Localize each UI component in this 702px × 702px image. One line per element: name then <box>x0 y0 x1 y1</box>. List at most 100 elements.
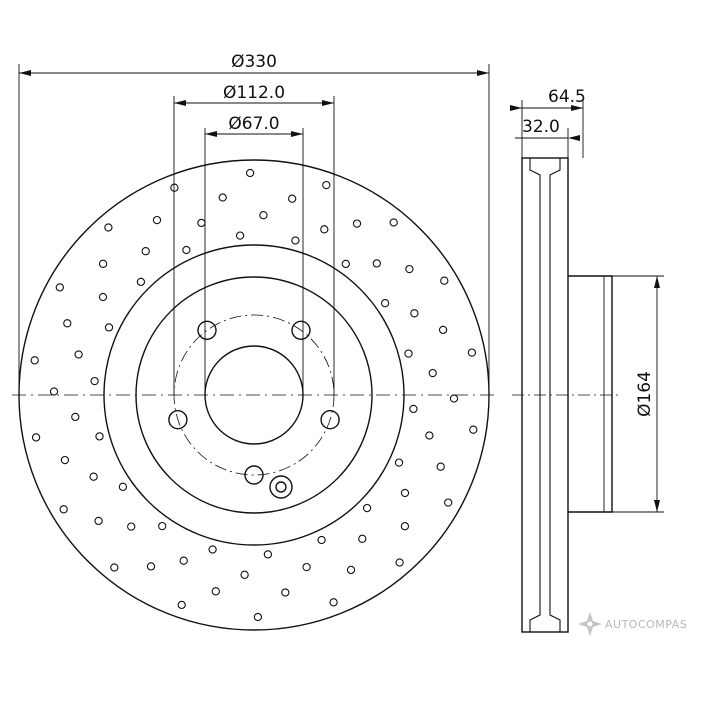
drill-hole <box>110 563 119 572</box>
drill-hole <box>449 394 459 403</box>
locating-hole-inner <box>275 481 287 493</box>
drill-hole <box>253 612 263 622</box>
dimension-disc-thickness: 32.0 <box>522 117 560 137</box>
dimension-center-bore: Ø67.0 <box>228 114 279 134</box>
arrowhead <box>571 105 583 111</box>
front-dimensions <box>18 64 490 395</box>
drill-hole <box>395 558 404 567</box>
drill-hole <box>317 535 326 545</box>
dimension-total-height: 64.5 <box>548 87 586 107</box>
bolt-hole <box>244 465 264 485</box>
arrowhead <box>291 131 303 137</box>
compass-star-icon <box>578 612 602 636</box>
drill-hole <box>60 455 70 465</box>
drill-hole <box>63 319 72 328</box>
drill-hole <box>104 323 114 332</box>
drill-hole <box>440 276 449 285</box>
cross-drilled-holes <box>30 168 478 622</box>
bolt-holes <box>168 320 340 485</box>
drill-hole <box>428 368 437 378</box>
drill-hole <box>438 325 448 335</box>
arrowhead <box>322 100 334 106</box>
drill-hole <box>245 168 255 178</box>
arrowhead <box>654 500 660 512</box>
drill-hole <box>74 350 83 359</box>
disc-front-view <box>12 159 496 631</box>
drill-hole <box>320 225 329 234</box>
arrowhead <box>510 105 522 111</box>
hat-profile <box>568 275 613 513</box>
bolt-hole <box>320 410 340 430</box>
drill-hole <box>218 193 227 202</box>
watermark-brand: AUTOCOMPAS <box>605 618 687 631</box>
locating-hole <box>269 475 293 499</box>
drill-hole <box>410 309 419 318</box>
drill-hole <box>288 194 297 203</box>
disc-side-view <box>512 157 620 633</box>
drill-hole <box>179 556 188 565</box>
arrowhead <box>174 100 186 106</box>
drill-hole <box>90 376 99 386</box>
drill-hole <box>146 562 156 571</box>
drill-hole <box>30 356 39 365</box>
drill-hole <box>352 219 362 228</box>
drill-hole <box>89 472 98 481</box>
drill-hole <box>235 231 245 240</box>
drill-hole <box>94 516 103 526</box>
drill-hole <box>380 299 390 308</box>
dimension-bolt-circle: Ø112.0 <box>223 83 285 103</box>
drill-hole <box>98 292 108 302</box>
drill-hole <box>95 432 104 441</box>
drill-hole <box>208 545 217 554</box>
drill-hole <box>372 259 381 268</box>
drill-hole <box>118 482 128 491</box>
drill-hole <box>31 433 41 442</box>
drill-hole <box>71 412 80 422</box>
bolt-hole <box>197 320 217 340</box>
bolt-hole <box>291 320 311 340</box>
drill-hole <box>409 404 418 414</box>
drill-hole <box>98 259 108 268</box>
drill-hole <box>400 488 410 498</box>
dimension-outer-diameter: Ø330 <box>231 52 277 72</box>
drill-hole <box>127 522 136 531</box>
dimension-hat-diameter: Ø164 <box>635 371 655 417</box>
drill-hole <box>158 521 167 531</box>
drill-hole <box>59 505 68 514</box>
drill-hole <box>281 588 290 597</box>
arrowhead <box>205 131 217 137</box>
drill-hole <box>291 236 300 245</box>
drill-hole <box>55 283 64 292</box>
drill-hole <box>346 565 356 575</box>
drill-hole <box>141 247 150 256</box>
arrowhead <box>568 135 580 141</box>
drill-hole <box>302 562 311 572</box>
drill-hole <box>182 245 191 255</box>
drill-hole <box>136 277 146 287</box>
drill-hole <box>263 550 273 559</box>
dimension-arrows <box>510 105 660 512</box>
drill-hole <box>404 349 413 358</box>
drill-hole <box>400 522 410 531</box>
drill-hole <box>341 259 350 269</box>
drill-hole <box>362 503 372 513</box>
drill-hole <box>197 218 206 228</box>
drill-hole <box>444 498 453 507</box>
drill-hole <box>469 425 478 434</box>
arrowhead <box>654 276 660 288</box>
drill-hole <box>259 211 268 220</box>
arrowhead <box>477 70 489 76</box>
arrowhead <box>19 70 31 76</box>
drill-hole <box>211 587 220 596</box>
drill-hole <box>358 534 367 543</box>
drill-hole <box>329 598 338 607</box>
side-dimensions <box>515 100 664 513</box>
drill-hole <box>322 180 331 190</box>
drill-hole <box>405 264 414 274</box>
drill-hole <box>49 387 59 396</box>
bolt-hole <box>168 410 188 430</box>
drill-hole <box>436 462 445 471</box>
drill-hole <box>240 570 249 579</box>
